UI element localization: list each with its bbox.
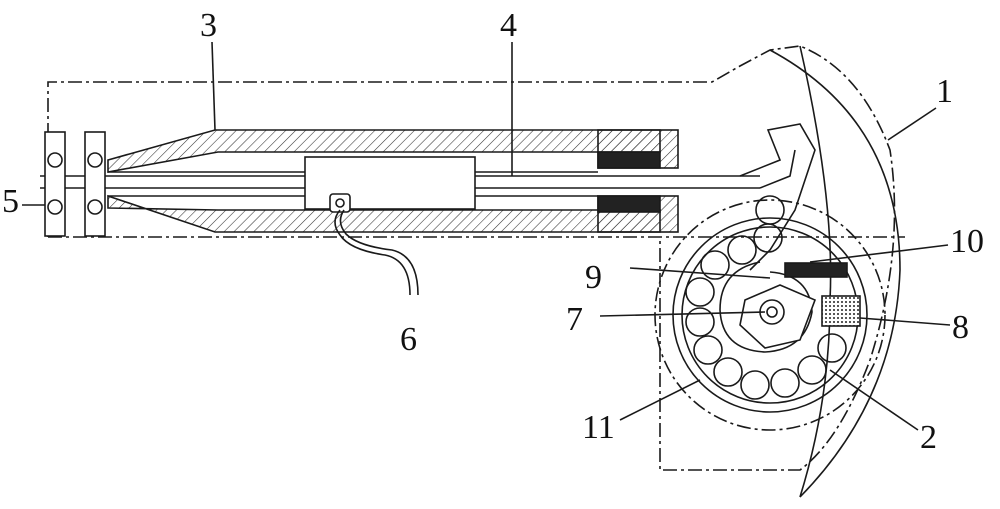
leader-8 — [859, 317, 951, 326]
label-6: 6 — [400, 321, 417, 358]
label-7: 7 — [566, 301, 583, 338]
label-4: 4 — [500, 7, 517, 44]
rod-head-hook — [739, 123, 816, 271]
bearing-left-2 — [84, 131, 106, 237]
roller-balls — [685, 195, 847, 400]
seal-top — [597, 151, 661, 169]
bearing-left-1 — [44, 131, 66, 237]
pawl-10 — [784, 262, 848, 278]
seal-bottom — [597, 195, 661, 213]
label-3: 3 — [200, 7, 217, 44]
label-1: 1 — [936, 73, 953, 110]
leader-3 — [211, 41, 216, 131]
leader-7 — [599, 311, 766, 317]
cable-6 — [334, 209, 411, 296]
hub-plate — [739, 284, 817, 349]
label-2: 2 — [920, 419, 937, 456]
body-curve — [769, 49, 901, 498]
leader-2 — [829, 369, 919, 431]
label-11: 11 — [582, 409, 615, 446]
spring-block-8 — [821, 295, 861, 327]
cable-eyelet — [329, 193, 351, 213]
label-10: 10 — [950, 223, 984, 260]
leader-1 — [887, 107, 937, 141]
label-8: 8 — [952, 309, 969, 346]
leader-11 — [619, 379, 701, 421]
label-5: 5 — [2, 183, 19, 220]
label-9: 9 — [585, 259, 602, 296]
spiral-cam — [719, 261, 813, 353]
leader-9 — [629, 267, 771, 279]
housing-outline — [47, 45, 896, 471]
leader-10 — [809, 244, 949, 263]
